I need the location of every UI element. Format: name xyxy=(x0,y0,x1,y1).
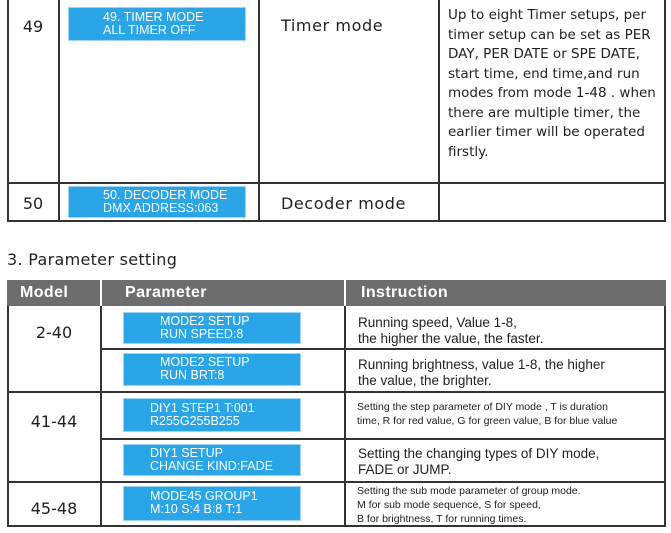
instruction-line: timer setup can be set as PER xyxy=(448,26,651,43)
parameter-instruction: Setting the sub mode parameter of group … xyxy=(357,484,581,526)
instruction-line: M for sub mode sequence, S for speed, xyxy=(357,499,541,511)
header-divider xyxy=(344,280,346,306)
table-border xyxy=(258,0,260,222)
lcd-display: MODE45 GROUP1 M:10 S:4 B:8 T:1 xyxy=(123,486,301,521)
lcd-display: DIY1 STEP1 T:001 R255G255B255 xyxy=(123,398,301,432)
mode-name: Decoder mode xyxy=(281,194,406,213)
lcd-display: 50. DECODER MODE DMX ADDRESS:063 xyxy=(68,186,246,218)
lcd-display: 49. TIMER MODE ALL TIMER OFF xyxy=(68,7,246,41)
section-title: 3. Parameter setting xyxy=(7,250,178,269)
header-parameter: Parameter xyxy=(125,284,207,301)
parameter-table: Model Parameter Instruction 2-40 MODE2 S… xyxy=(7,280,666,527)
table-border xyxy=(7,182,666,184)
instruction-line: firstly. xyxy=(448,143,489,160)
instruction-line: start time, end time,and run xyxy=(448,65,640,82)
table-border xyxy=(7,481,666,483)
header-divider xyxy=(100,280,102,306)
mode-number: 50 xyxy=(22,194,44,213)
lcd-line: DIY1 SETUP xyxy=(150,446,223,460)
mode-number: 49 xyxy=(22,17,44,36)
table-border xyxy=(7,0,9,222)
table-border xyxy=(438,0,440,222)
header-model: Model xyxy=(20,284,69,301)
header-instruction: Instruction xyxy=(361,284,449,301)
lcd-line: RUN BRT:8 xyxy=(160,368,225,382)
model-label: 2-40 xyxy=(35,323,73,342)
parameter-instruction: Running brightness, value 1-8, the highe… xyxy=(358,357,605,389)
table-header: Model Parameter Instruction xyxy=(7,280,666,306)
lcd-line: MODE45 GROUP1 xyxy=(150,489,258,503)
parameter-instruction: Setting the changing types of DIY mode, … xyxy=(358,446,599,478)
model-label: 45-48 xyxy=(30,499,78,518)
table-border xyxy=(7,525,666,527)
lcd-line: MODE2 SETUP xyxy=(160,314,250,328)
table-border xyxy=(100,438,666,440)
parameter-instruction: Running speed, Value 1-8, the higher the… xyxy=(358,315,543,347)
instruction-line: time, R for red value, G for green value… xyxy=(357,415,618,427)
table-border xyxy=(100,348,666,350)
mode-instruction: Up to eight Timer setups, per timer setu… xyxy=(448,6,668,162)
model-label: 41-44 xyxy=(30,412,78,431)
lcd-display: MODE2 SETUP RUN BRT:8 xyxy=(123,353,301,386)
instruction-line: earlier timer will be operated xyxy=(448,124,645,140)
instruction-line: Setting the sub mode parameter of group … xyxy=(357,485,581,497)
table-border xyxy=(7,391,666,393)
mode-name: Timer mode xyxy=(281,16,384,35)
lcd-display: DIY1 SETUP CHANGE KIND:FADE xyxy=(123,444,301,476)
instruction-line: Setting the step parameter of DIY mode ,… xyxy=(357,401,608,413)
lcd-line: DMX ADDRESS:063 xyxy=(103,201,219,215)
instruction-line: Up to eight Timer setups, per xyxy=(448,7,647,23)
instruction-line: the value, the brighter. xyxy=(358,373,492,388)
instruction-line: DAY, PER DATE or SPE DATE, xyxy=(448,46,640,62)
instruction-line: Running brightness, value 1-8, the highe… xyxy=(358,357,605,372)
table-border xyxy=(100,306,102,527)
lcd-line: DIY1 STEP1 T:001 xyxy=(150,401,255,415)
lcd-line: 49. TIMER MODE xyxy=(103,10,204,24)
instruction-line: B for brightness, T for running times. xyxy=(357,513,527,525)
lcd-line: M:10 S:4 B:8 T:1 xyxy=(150,502,243,516)
lcd-line: ALL TIMER OFF xyxy=(103,23,196,37)
table-border xyxy=(664,0,666,222)
lcd-display: MODE2 SETUP RUN SPEED:8 xyxy=(123,312,301,344)
table-border xyxy=(7,306,9,527)
instruction-line: FADE or JUMP. xyxy=(358,462,452,477)
table-border xyxy=(344,306,346,527)
lcd-line: 50. DECODER MODE xyxy=(103,188,228,202)
instruction-line: modes from mode 1-48 . when xyxy=(448,85,656,101)
table-border xyxy=(664,306,666,527)
lcd-line: R255G255B255 xyxy=(150,414,240,428)
instruction-line: the higher the value, the faster. xyxy=(358,331,544,346)
instruction-line: Running speed, Value 1-8, xyxy=(358,315,517,330)
mode-table: 49 49. TIMER MODE ALL TIMER OFF Timer mo… xyxy=(7,0,666,222)
table-border xyxy=(7,220,666,222)
lcd-line: RUN SPEED:8 xyxy=(160,327,244,341)
table-border xyxy=(58,0,60,222)
instruction-line: Setting the changing types of DIY mode, xyxy=(358,446,600,461)
parameter-instruction: Setting the step parameter of DIY mode ,… xyxy=(357,400,617,428)
instruction-line: there are multiple timer, the xyxy=(448,104,641,121)
lcd-line: MODE2 SETUP xyxy=(160,355,250,369)
lcd-line: CHANGE KIND:FADE xyxy=(150,459,273,473)
